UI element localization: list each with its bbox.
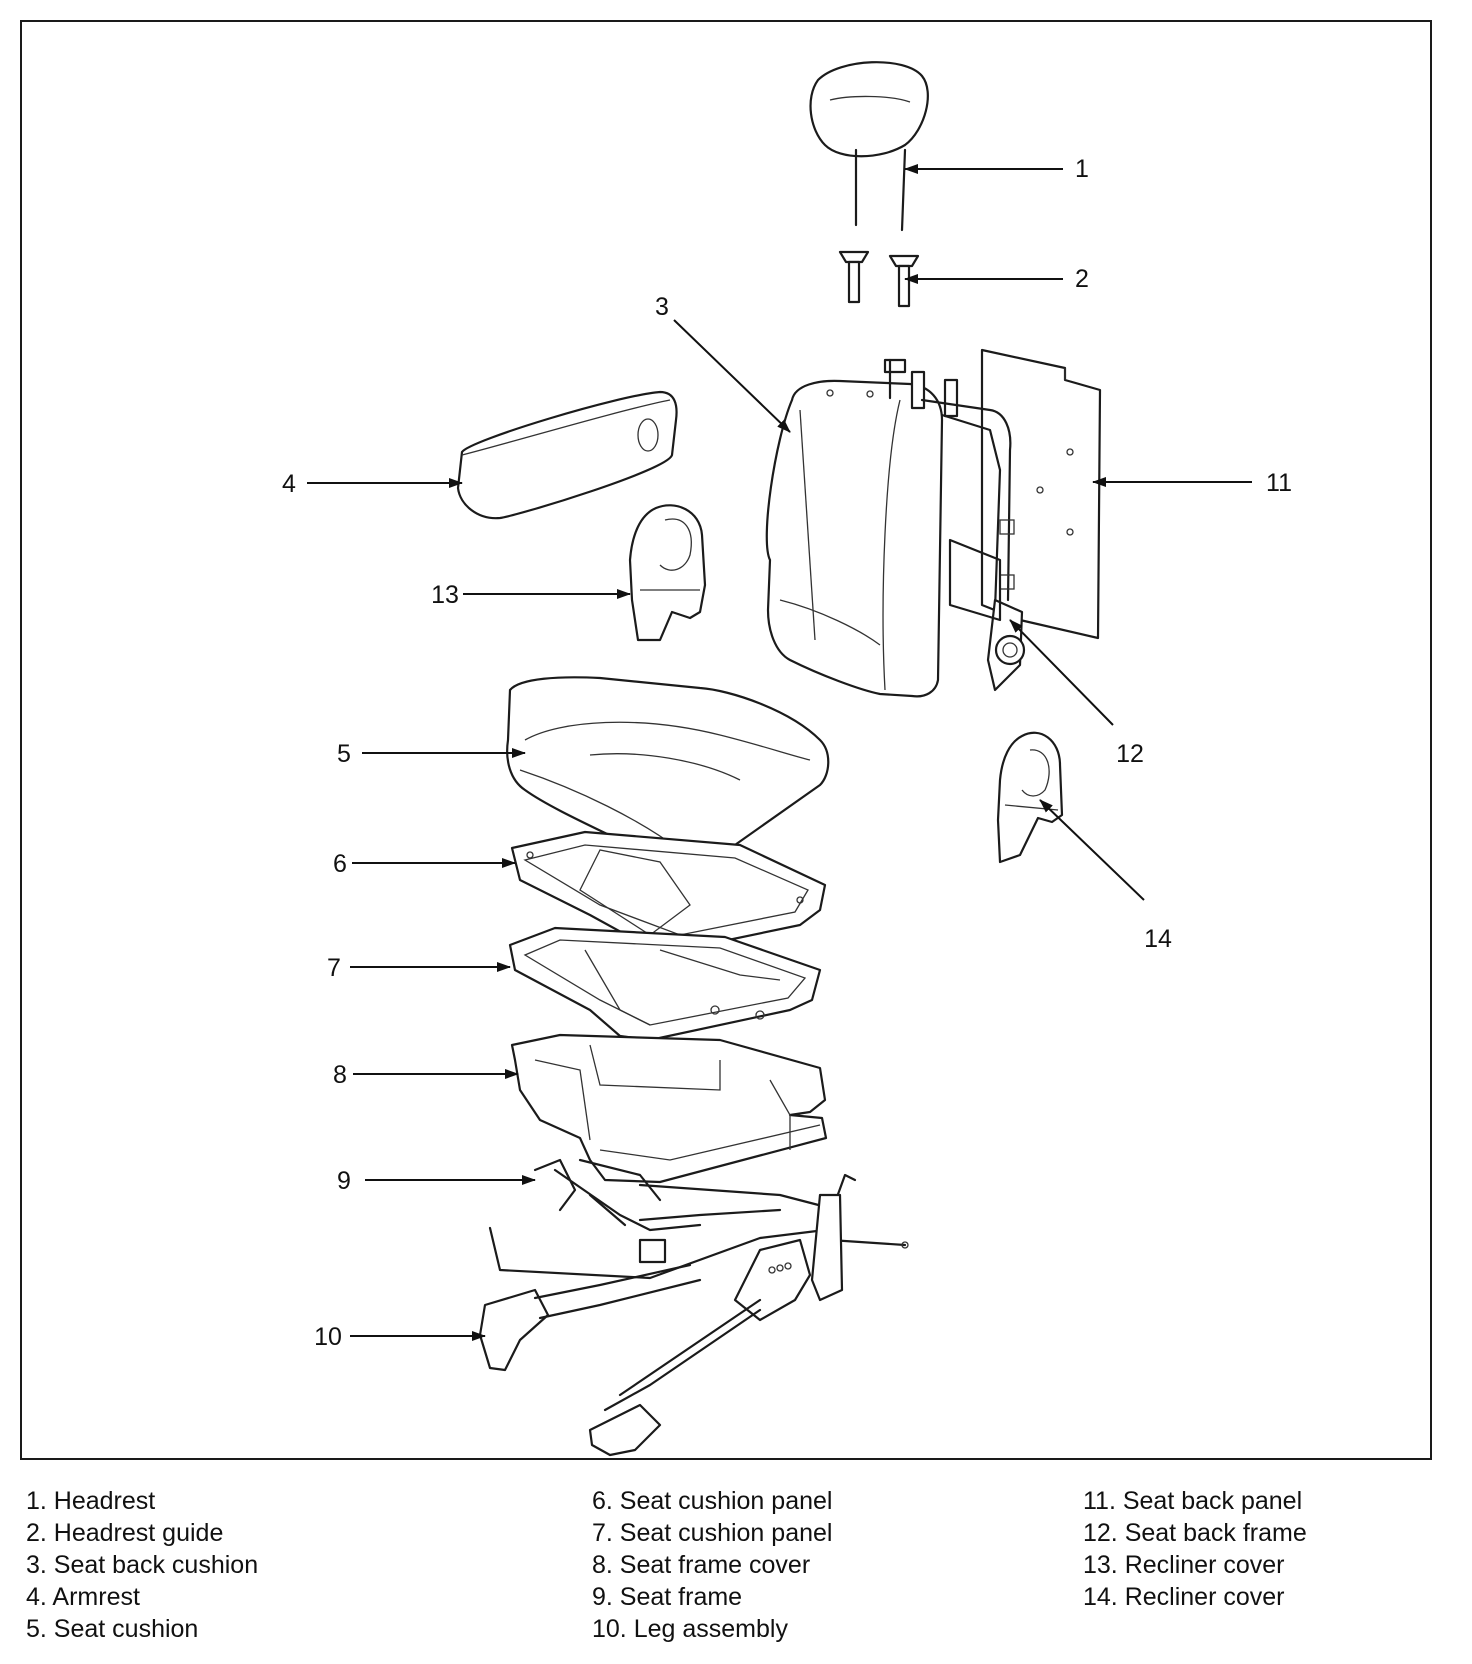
seat-cushion-panel-upper-part [510, 830, 827, 952]
legend-column-2: 6. Seat cushion panel 7. Seat cushion pa… [592, 1485, 832, 1645]
callout-9: 9 [337, 1167, 351, 1195]
legend-item-9: 9. Seat frame [592, 1583, 743, 1611]
legend-item-3: 3. Seat back cushion [26, 1551, 259, 1579]
legend-column-1: 1. Headrest 2. Headrest guide 3. Seat ba… [26, 1485, 258, 1645]
seat-cushion-part [506, 676, 830, 865]
legend-item-4: 4. Armrest [26, 1583, 140, 1611]
legend-item-5: 5. Seat cushion [26, 1615, 199, 1643]
legend-column-3: 11. Seat back panel 12. Seat back frame … [1083, 1485, 1307, 1613]
legend-item-8: 8. Seat frame cover [592, 1551, 811, 1579]
callout-5: 5 [337, 740, 351, 768]
seat-back-frame-part [883, 358, 1026, 692]
legend-item-6: 6. Seat cushion panel [592, 1487, 833, 1515]
legend-item-11: 11. Seat back panel [1083, 1487, 1303, 1515]
armrest-part [456, 390, 678, 520]
legend-item-1: 1. Headrest [26, 1487, 156, 1515]
exploded-seat-diagram: 1 2 3 4 5 6 7 8 9 10 11 12 13 14 [282, 61, 1292, 1457]
callout-6: 6 [333, 850, 347, 878]
seat-back-cushion-part [765, 379, 944, 698]
recliner-cover-right-part [996, 731, 1064, 864]
legend-item-10: 10. Leg assembly [592, 1615, 788, 1643]
callout-10: 10 [314, 1323, 342, 1351]
callout-4: 4 [282, 470, 296, 498]
callout-2: 2 [1075, 265, 1089, 293]
recliner-cover-left-part [628, 504, 707, 642]
callout-3: 3 [655, 293, 669, 321]
leg-assembly-part [478, 1238, 812, 1457]
seat-back-panel-part [980, 348, 1102, 640]
legend-item-7: 7. Seat cushion panel [592, 1519, 833, 1547]
headrest-part [809, 61, 929, 232]
seat-cushion-panel-lower-part [508, 926, 822, 1042]
seat-frame-cover-part [510, 1033, 828, 1184]
legend-item-14: 14. Recliner cover [1083, 1583, 1285, 1611]
legend-item-13: 13. Recliner cover [1083, 1551, 1285, 1579]
callout-7: 7 [327, 954, 341, 982]
parts-legend: 1. Headrest 2. Headrest guide 3. Seat ba… [0, 1485, 1472, 1660]
callout-14: 14 [1144, 925, 1172, 953]
legend-item-2: 2. Headrest guide [26, 1519, 224, 1547]
callout-8: 8 [333, 1061, 347, 1089]
callout-1: 1 [1075, 155, 1089, 183]
callout-12: 12 [1116, 740, 1144, 768]
headrest-guide-part [838, 250, 920, 308]
callout-13: 13 [431, 581, 459, 609]
callout-11: 11 [1266, 469, 1292, 497]
legend-item-12: 12. Seat back frame [1083, 1519, 1307, 1547]
seat-frame-part [488, 1158, 909, 1302]
